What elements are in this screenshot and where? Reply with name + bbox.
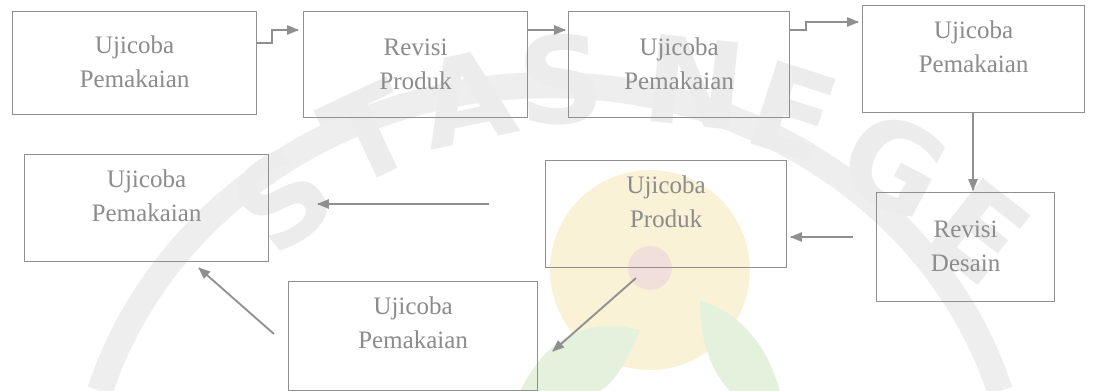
node-label-line2: Pemakaian xyxy=(358,327,468,354)
arrow-box3-to-box4 xyxy=(790,17,859,31)
node-revisi-produk: Revisi Produk xyxy=(303,11,528,118)
node-label-line1: Ujicoba xyxy=(373,293,453,320)
arrow-box1-to-box2 xyxy=(257,25,299,44)
node-ujicoba-pemakaian-4: Ujicoba Pemakaian xyxy=(288,281,538,391)
svg-text:N: N xyxy=(637,11,751,160)
node-label-line1: Ujicoba xyxy=(933,17,1014,44)
arrow-box7-to-box8 xyxy=(198,267,275,335)
node-label-line2: Desain xyxy=(930,250,1001,277)
node-label-line1: Ujicoba xyxy=(639,33,719,61)
seal-leaf-right xyxy=(700,300,780,391)
node-label-line2: Pemakaian xyxy=(91,200,202,227)
node-label-line2: Produk xyxy=(629,206,703,233)
node-ujicoba-produk: Ujicoba Produk xyxy=(545,160,787,268)
node-revisi-desain: Revisi Desain xyxy=(876,192,1055,302)
node-label-line2: Pemakaian xyxy=(79,66,190,93)
node-label-line2: Pemakaian xyxy=(918,51,1029,78)
seal-ring xyxy=(87,72,1013,391)
seal-leaf-left xyxy=(520,326,640,391)
node-ujicoba-pemakaian-3: Ujicoba Pemakaian xyxy=(862,5,1085,113)
node-label-line1: Ujicoba xyxy=(626,172,706,199)
node-ujicoba-pemakaian-2: Ujicoba Pemakaian xyxy=(568,11,790,118)
node-label-line2: Produk xyxy=(379,67,452,95)
node-label-line1: Ujicoba xyxy=(106,166,187,193)
node-label-line1: Revisi xyxy=(383,33,448,61)
arrow-box6-to-box7 xyxy=(552,277,637,352)
node-label-line1: Ujicoba xyxy=(94,32,175,59)
seal-center xyxy=(628,246,672,290)
node-ujicoba-pemakaian-1: Ujicoba Pemakaian xyxy=(12,11,257,115)
node-label-line1: Revisi xyxy=(933,216,998,243)
node-label-line2: Pemakaian xyxy=(624,67,734,95)
node-ujicoba-pemakaian-5: Ujicoba Pemakaian xyxy=(24,154,269,262)
